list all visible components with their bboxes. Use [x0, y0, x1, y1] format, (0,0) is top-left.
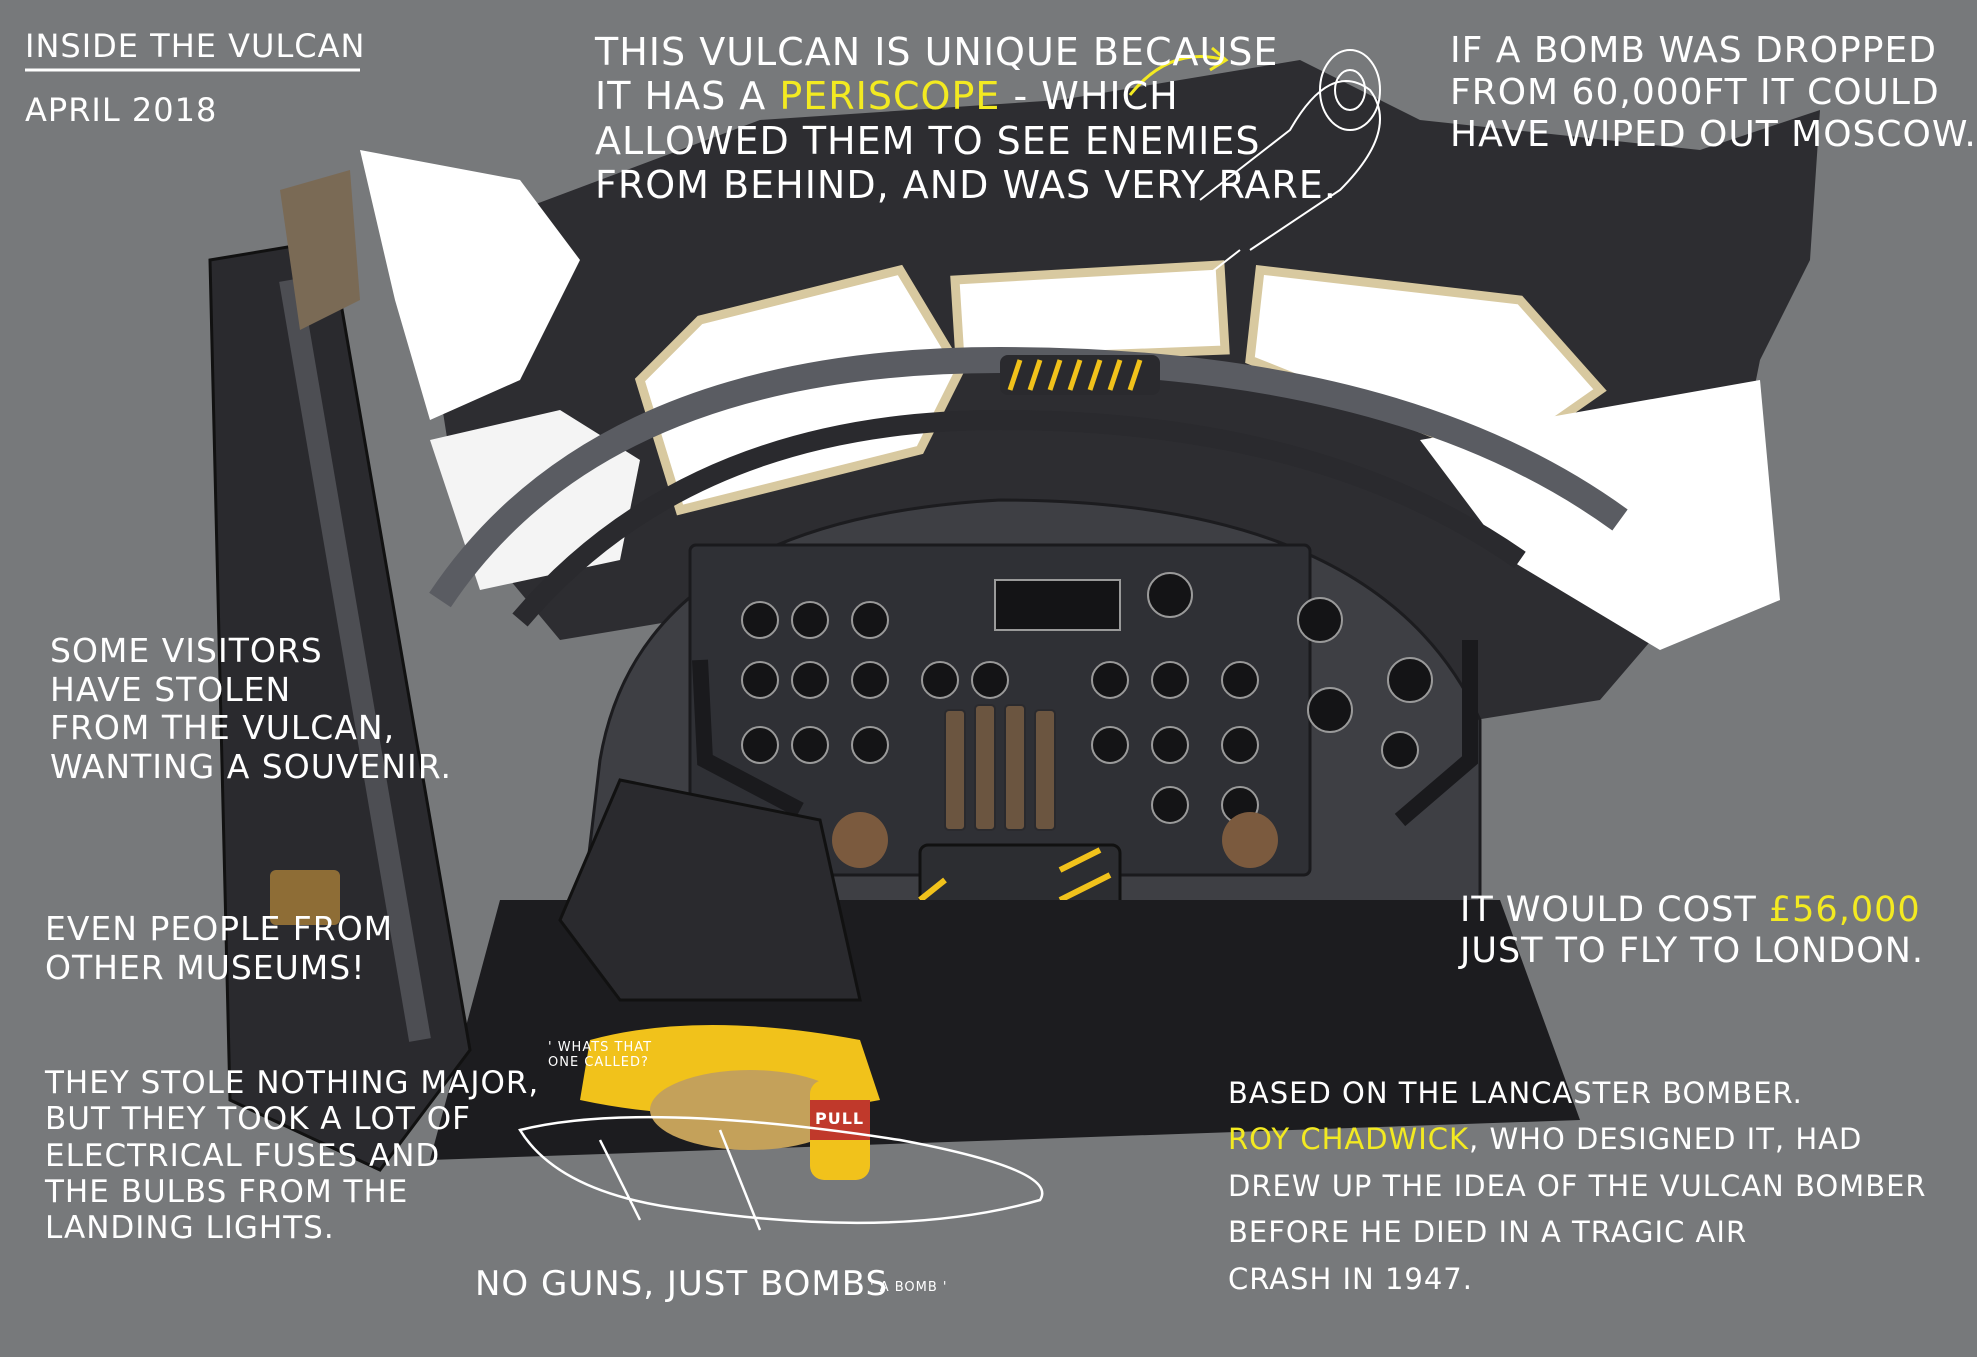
- moscow-note-line: If a bomb was dropped: [1450, 30, 1937, 71]
- left-control-yoke: [692, 659, 804, 818]
- lancaster-note-line: drew up the idea of the Vulcan bomber: [1228, 1168, 1927, 1203]
- hatch-stripes: [1007, 359, 1143, 391]
- periscope-arrow: [1128, 46, 1229, 96]
- pull-handle-label: PULL: [815, 1109, 865, 1128]
- stolen-items-note: They stole nothing major, but they took …: [45, 1065, 539, 1246]
- canopy-window-center: [950, 260, 1230, 365]
- visitors-note-line: Some visitors: [50, 631, 323, 670]
- question-label-line: one called?: [548, 1055, 649, 1071]
- moscow-note: If a bomb was dropped from 60,000ft it c…: [1450, 30, 1977, 156]
- lancaster-note-line: Roy Chadwick, who designed it, had: [1228, 1116, 1927, 1162]
- seat-buckle: [270, 870, 340, 925]
- cost-highlight: £56,000: [1768, 890, 1921, 930]
- canopy-arch-inner: [512, 409, 1526, 627]
- periscope-note-text: - which: [1000, 74, 1179, 119]
- instrument-gauges: [741, 572, 1433, 824]
- visitors-note-line: wanting a souvenir.: [50, 746, 452, 786]
- periscope-note-line: from behind, and was very rare.: [595, 163, 1337, 208]
- seat-cushion: [650, 1070, 850, 1150]
- cost-note-text: It would cost: [1460, 890, 1769, 930]
- seat-rail: [279, 278, 431, 1042]
- periscope-highlight: Periscope: [779, 74, 1001, 119]
- stolen-items-line: landing lights.: [45, 1210, 335, 1247]
- periscope-note: This Vulcan is unique because it has a P…: [595, 30, 1337, 208]
- museums-note: Even people from other museums!: [45, 909, 394, 987]
- visitors-note-line: have stolen: [50, 669, 292, 709]
- cost-note: It would cost £56,000 just to fly to Lon…: [1460, 890, 1924, 972]
- artificial-horizon: [994, 579, 1121, 631]
- stolen-items-line: electrical fuses and: [45, 1137, 441, 1174]
- roy-chadwick-highlight: Roy Chadwick: [1228, 1122, 1470, 1157]
- periscope-note-text: it has a: [595, 74, 780, 119]
- stolen-items-line: They stole nothing major,: [45, 1065, 540, 1101]
- periscope-note-line: This Vulcan is unique because: [595, 30, 1279, 74]
- guns-note: No guns, just bombs: [475, 1264, 889, 1304]
- lancaster-note-line: Based on the Lancaster bomber.: [1228, 1076, 1803, 1110]
- question-label-line: ' whats that: [548, 1040, 653, 1055]
- visitors-note-line: from the Vulcan,: [50, 708, 396, 748]
- museums-note-line: other museums!: [45, 947, 366, 987]
- moscow-note-line: have wiped out Moscow.: [1450, 114, 1977, 156]
- left-window-sky: [360, 150, 580, 420]
- cockpit-illustration: [25, 46, 1820, 1231]
- cost-note-line: just to fly to London.: [1460, 930, 1925, 971]
- periscope-note-line: allowed them to see enemies: [595, 118, 1261, 163]
- bomb-label: ' A bomb ': [870, 1280, 948, 1295]
- seat-headrest: [280, 170, 360, 330]
- stolen-items-line: the bulbs from the: [45, 1173, 409, 1210]
- lancaster-note: Based on the Lancaster bomber. Roy Chadw…: [1228, 1070, 1927, 1302]
- canopy-arch-outer: [429, 346, 1628, 608]
- page-title: Inside the Vulcan: [25, 27, 366, 65]
- right-control-yoke: [1394, 640, 1478, 827]
- periscope-note-line: it has a Periscope - which: [595, 74, 1337, 118]
- bomb-sketch: [518, 1115, 1044, 1231]
- stolen-items-line: but they took a lot of: [45, 1101, 471, 1138]
- pilot-seat: [558, 778, 862, 1002]
- cost-note-line: It would cost £56,000: [1460, 890, 1924, 931]
- museums-note-line: Even people from: [45, 909, 394, 948]
- page-date: April 2018: [25, 91, 218, 129]
- lancaster-note-line: before he died in a tragic air: [1228, 1215, 1748, 1250]
- throttle-levers: [944, 704, 1056, 831]
- moscow-note-line: from 60,000ft it could: [1450, 72, 1940, 114]
- left-glove: [832, 812, 888, 868]
- right-glove: [1222, 812, 1278, 868]
- lancaster-note-text: , who designed it, had: [1469, 1122, 1863, 1157]
- lancaster-note-line: crash in 1947.: [1228, 1261, 1473, 1296]
- visitors-note: Some visitors have stolen from the Vulca…: [50, 631, 452, 786]
- periscope-sketch: [1149, 49, 1381, 321]
- question-label: ' whats that one called?: [548, 1040, 652, 1070]
